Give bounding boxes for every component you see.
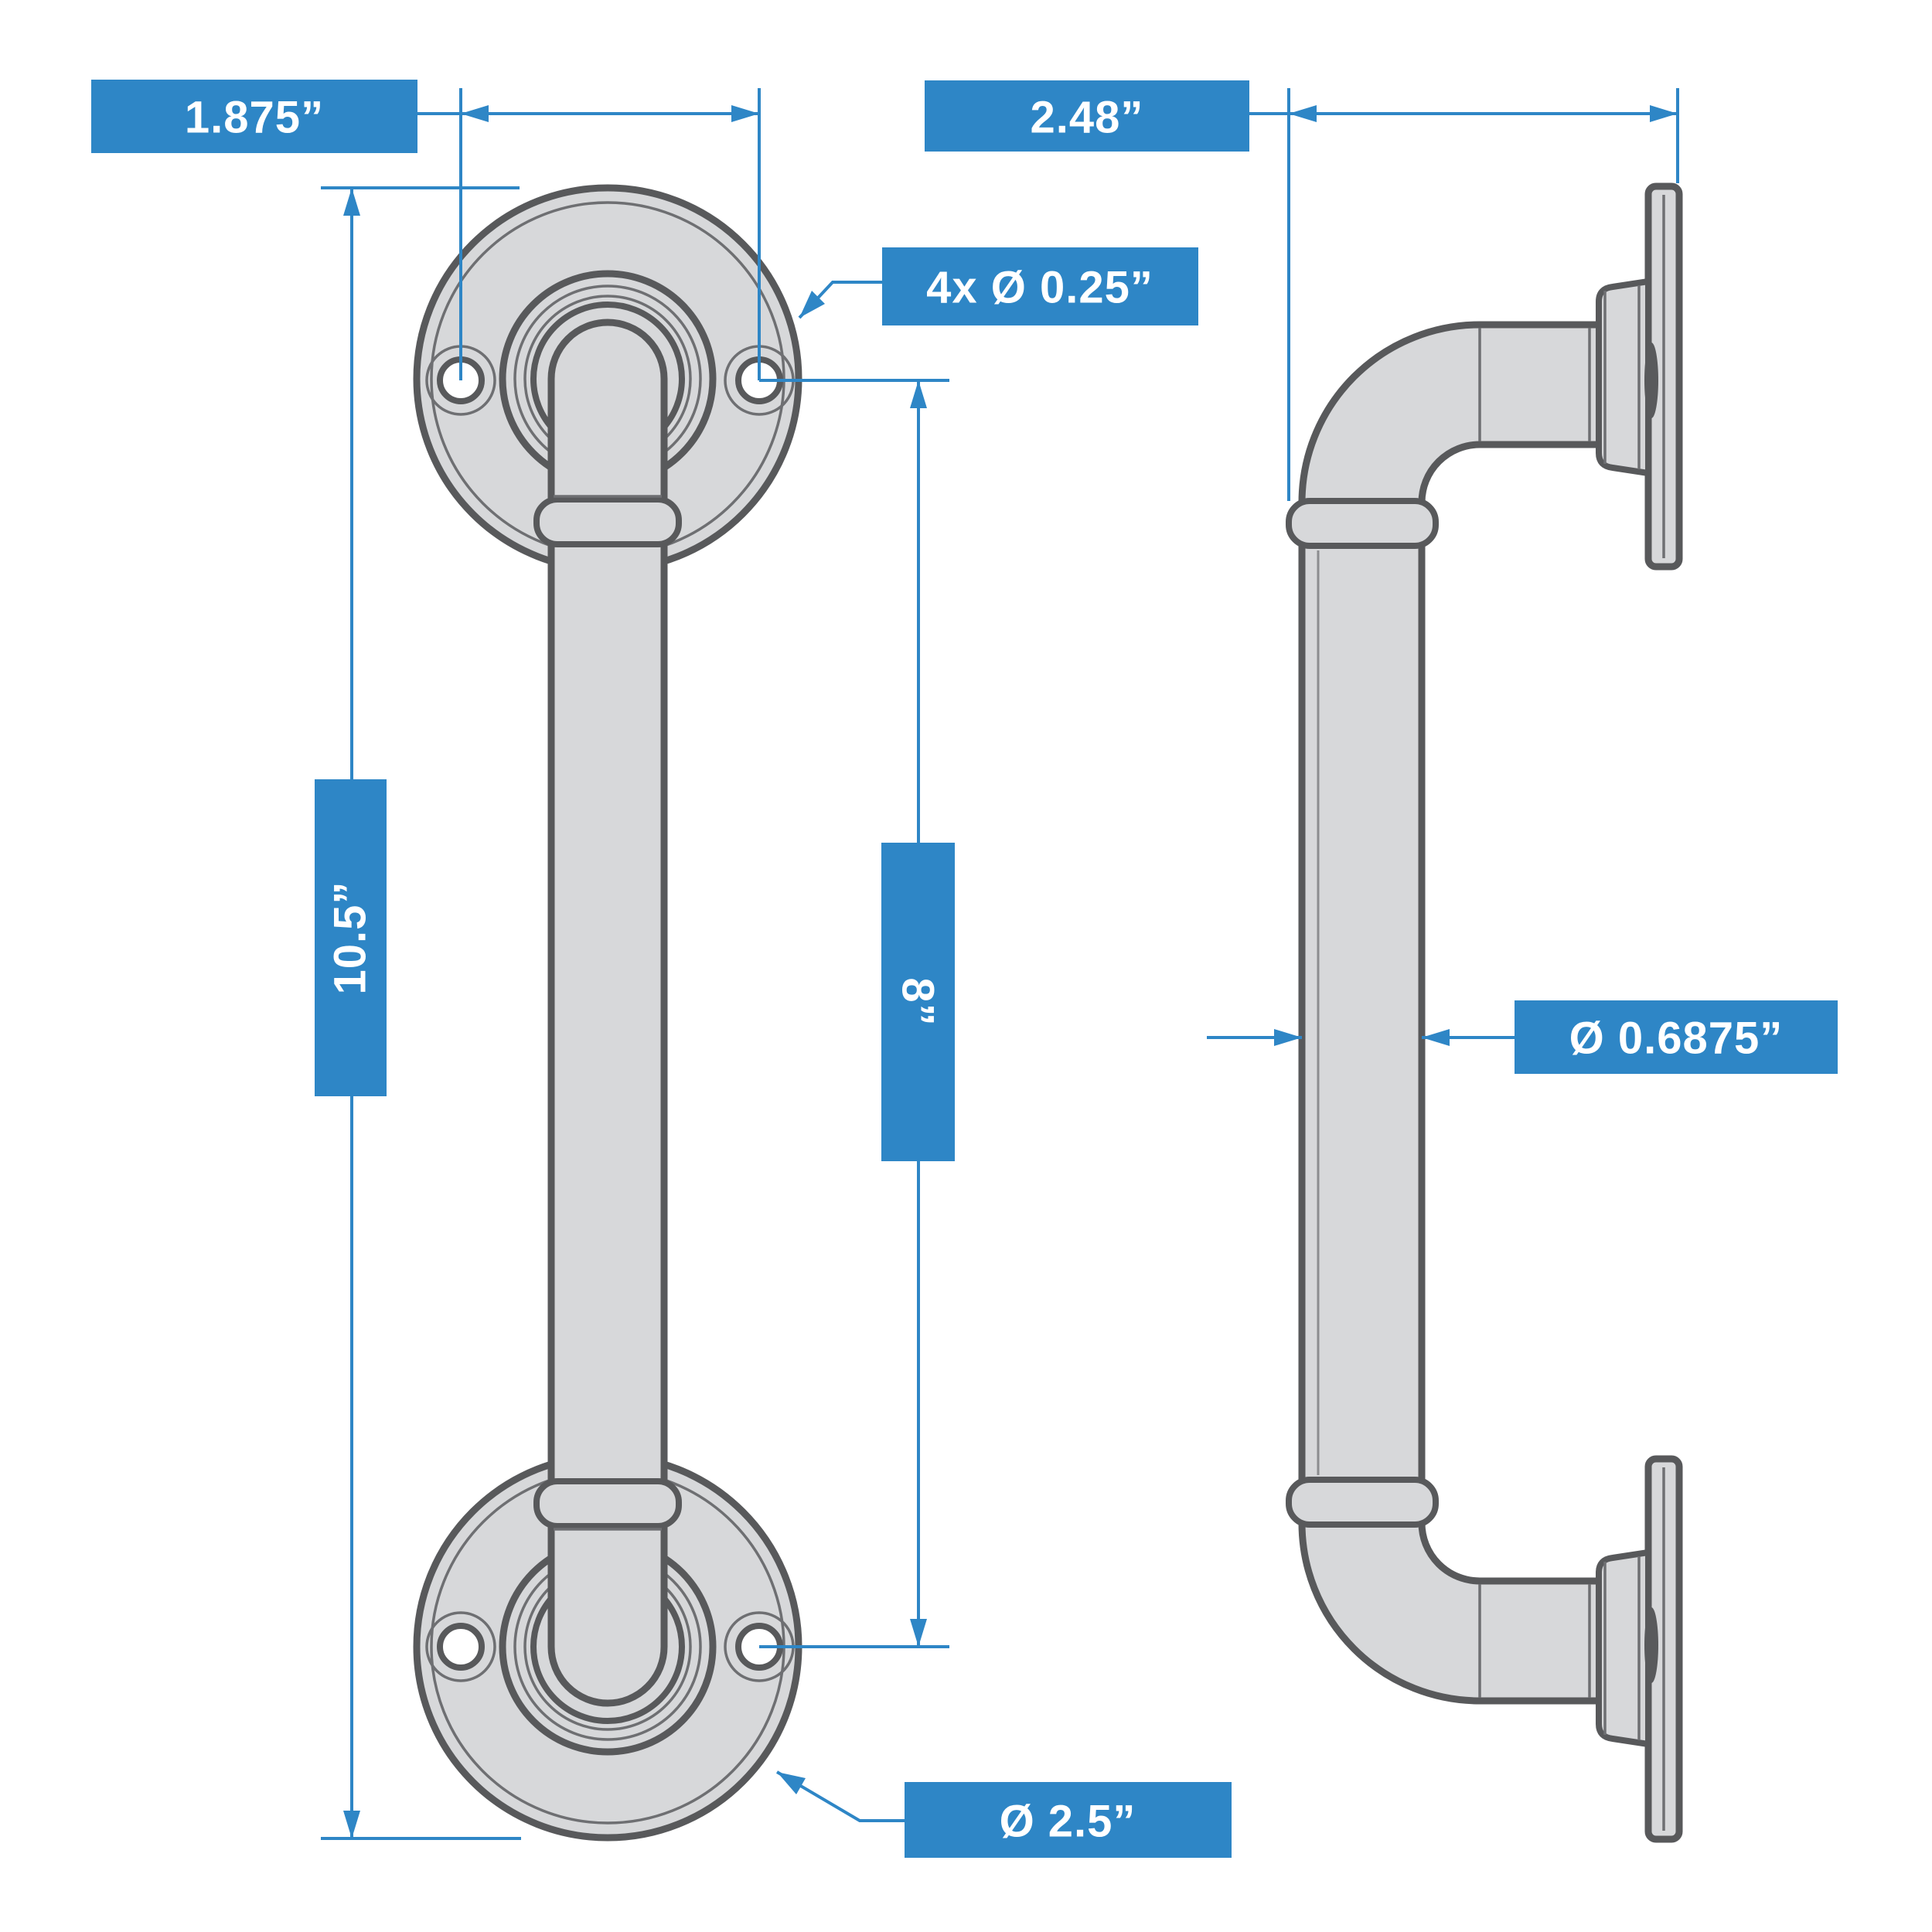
front-bottom-left-screw-hole bbox=[437, 1623, 485, 1671]
arrowhead-right-icon bbox=[731, 105, 759, 122]
dim-label: 4x Ø 0.25” bbox=[926, 263, 1153, 313]
dim-label-box bbox=[91, 80, 417, 153]
dim-label: 10.5” bbox=[325, 881, 376, 995]
side-top-collar bbox=[1286, 498, 1439, 549]
dim-label: Ø 0.6875” bbox=[1569, 1014, 1784, 1064]
dim-label: 8” bbox=[893, 977, 943, 1026]
front-bottom-collar bbox=[533, 1478, 682, 1529]
dim-label-box bbox=[1515, 1000, 1838, 1074]
side-bottom-boss bbox=[1596, 1549, 1651, 1747]
side-bottom-screw-slot bbox=[1644, 1607, 1658, 1683]
dim-label-box bbox=[881, 843, 955, 1161]
side-view bbox=[1286, 182, 1683, 1843]
dimensions: 1.875” 2.48” 4x Ø 0.25” bbox=[91, 80, 1838, 1858]
arrowhead-right-icon bbox=[1274, 1029, 1302, 1046]
dim-projection-depth: 2.48” bbox=[925, 80, 1679, 501]
dim-label-box bbox=[882, 247, 1198, 325]
dim-hole-spacing: 1.875” bbox=[91, 80, 761, 380]
leader-line bbox=[775, 1770, 905, 1822]
arrowhead-right-icon bbox=[1650, 105, 1678, 122]
dim-pipe-diameter: Ø 0.6875” bbox=[1207, 1000, 1838, 1074]
dim-mounting-holes: 4x Ø 0.25” bbox=[798, 247, 1198, 325]
front-top-collar bbox=[533, 496, 682, 547]
arrowhead-up-icon bbox=[910, 380, 927, 408]
dim-label: 1.875” bbox=[185, 93, 324, 143]
arrowhead-down-icon bbox=[343, 1811, 360, 1838]
arrowhead-left-icon bbox=[461, 105, 489, 122]
front-bottom-left-countersink bbox=[425, 1611, 496, 1682]
dim-label: Ø 2.5” bbox=[1000, 1797, 1136, 1847]
dim-hole-center-distance: 8” bbox=[759, 379, 955, 1648]
dim-label-box bbox=[905, 1782, 1232, 1858]
arrowhead-up-icon bbox=[343, 188, 360, 216]
arrowhead-icon bbox=[799, 291, 825, 318]
side-top-boss bbox=[1596, 278, 1651, 476]
front-view bbox=[413, 184, 802, 1842]
arrowhead-left-icon bbox=[1422, 1029, 1450, 1046]
dim-flange-diameter: Ø 2.5” bbox=[775, 1770, 1232, 1858]
side-bottom-collar bbox=[1286, 1477, 1439, 1528]
dim-label-box bbox=[925, 80, 1249, 152]
front-pipe bbox=[547, 319, 668, 1707]
dim-overall-height: 10.5” bbox=[315, 186, 521, 1840]
arrowhead-icon bbox=[777, 1772, 806, 1794]
side-top-screw-slot bbox=[1644, 342, 1658, 418]
dim-label-box bbox=[315, 779, 387, 1096]
arrowhead-down-icon bbox=[910, 1619, 927, 1647]
dim-label: 2.48” bbox=[1031, 93, 1144, 143]
arrowhead-left-icon bbox=[1289, 105, 1317, 122]
